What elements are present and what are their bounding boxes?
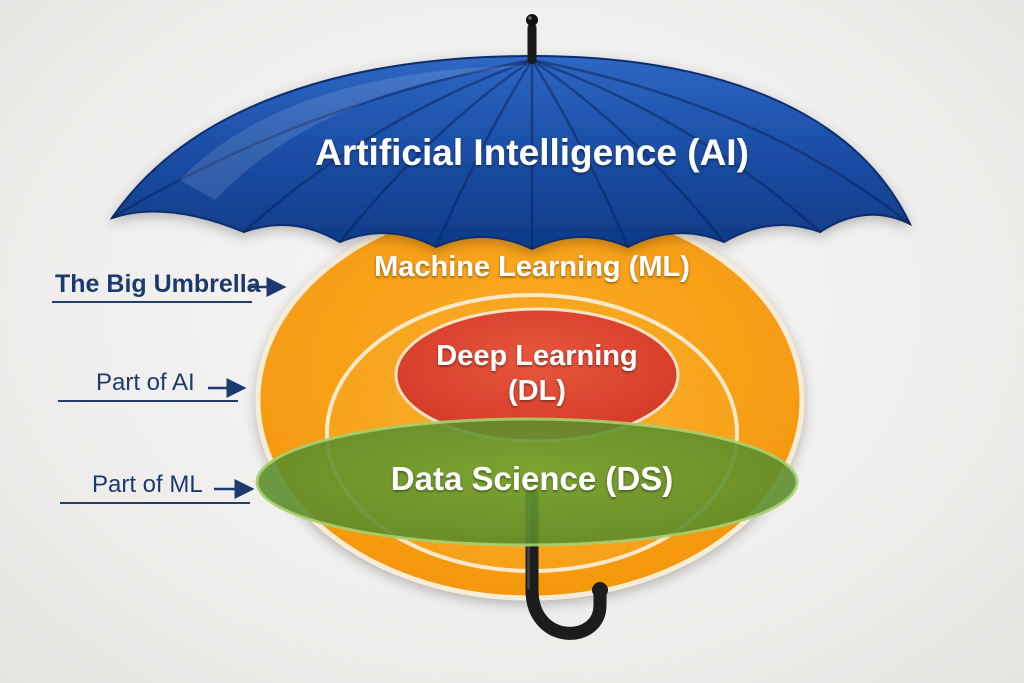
- dl-label-line2: (DL): [508, 375, 566, 407]
- umbrella-ribs: [111, 58, 911, 249]
- annotation-part-of-ml-label: Part of ML: [92, 471, 203, 498]
- annotation-part-of-ai-label: Part of AI: [96, 369, 195, 396]
- ai-label: Artificial Intelligence (AI): [315, 132, 749, 173]
- ml-label: Machine Learning (ML): [374, 251, 690, 283]
- annotation-part-of-ml: Part of ML: [60, 471, 255, 504]
- annotation-big-umbrella-label: The Big Umbrella: [55, 270, 262, 298]
- dl-label-line1: Deep Learning: [436, 340, 637, 372]
- annotation-big-umbrella: The Big Umbrella: [52, 270, 287, 303]
- umbrella-highlight: [180, 66, 532, 200]
- ds-ellipse: [255, 417, 799, 547]
- umbrella-finial: [526, 14, 538, 64]
- ds-label: Data Science (DS): [391, 460, 673, 497]
- annotation-part-of-ai: Part of AI: [58, 369, 247, 402]
